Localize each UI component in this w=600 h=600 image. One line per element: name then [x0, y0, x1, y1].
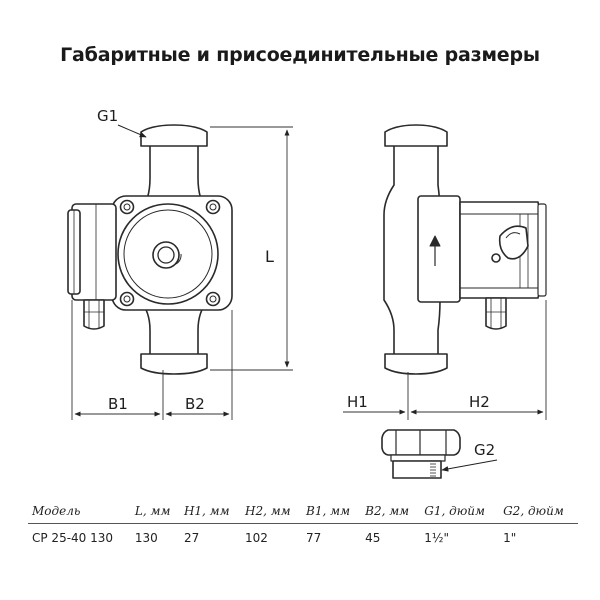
col-g1: G1, дюйм: [420, 500, 500, 524]
cell-g1: 1½": [424, 531, 450, 545]
label-h2: H2: [469, 393, 490, 411]
col-h1: H1, мм: [179, 500, 241, 524]
label-g1: G1: [97, 107, 118, 125]
cell-h2: 102: [245, 531, 268, 545]
side-pump-head: [417, 195, 461, 303]
label-b1: B1: [108, 395, 128, 413]
label-g2: G2: [474, 441, 495, 459]
col-b1: B1, мм: [302, 500, 362, 524]
col-model: Модель: [28, 500, 131, 524]
front-top-flange: [140, 124, 208, 147]
col-h2: H2, мм: [241, 500, 303, 524]
pump-dimension-drawing: G1 L B1 B2: [67, 107, 547, 479]
dimension-l: [210, 126, 293, 371]
label-h1: H1: [347, 393, 368, 411]
table-header-row: Модель L, мм H1, мм H2, мм B1, мм B2, мм…: [28, 500, 578, 524]
union-nut-fitting: [381, 429, 461, 479]
label-b2: B2: [185, 395, 205, 413]
side-bottom-flange: [384, 353, 448, 375]
front-bottom-flange: [140, 353, 208, 375]
front-view: [67, 124, 233, 375]
col-b2: B2, мм: [361, 500, 421, 524]
label-l: L: [265, 247, 274, 266]
col-l: L, мм: [130, 500, 180, 524]
side-top-flange: [384, 124, 448, 147]
cell-h1: 27: [183, 531, 200, 545]
side-view: [383, 124, 547, 375]
dimension-b1-b2: [71, 300, 233, 420]
dimensions-table: Модель L, мм H1, мм H2, мм B1, мм B2, мм…: [28, 500, 578, 549]
cell-b1: 77: [306, 531, 322, 545]
front-cable-gland: [83, 299, 105, 330]
cell-l: 130: [134, 531, 158, 545]
side-speed-knob: [498, 225, 529, 260]
cell-g2: 1": [503, 531, 517, 545]
side-cable-gland: [485, 297, 507, 330]
cell-model: CP 25-40 130: [32, 531, 114, 545]
col-g2: G2, дюйм: [499, 500, 578, 524]
dimension-h1-h2: [343, 300, 547, 420]
cell-b2: 45: [365, 531, 381, 545]
page-title: Габаритные и присоединительные размеры: [60, 44, 540, 66]
table-row: CP 25-40 130 130 27 102 77 45 1½" 1": [28, 524, 578, 550]
